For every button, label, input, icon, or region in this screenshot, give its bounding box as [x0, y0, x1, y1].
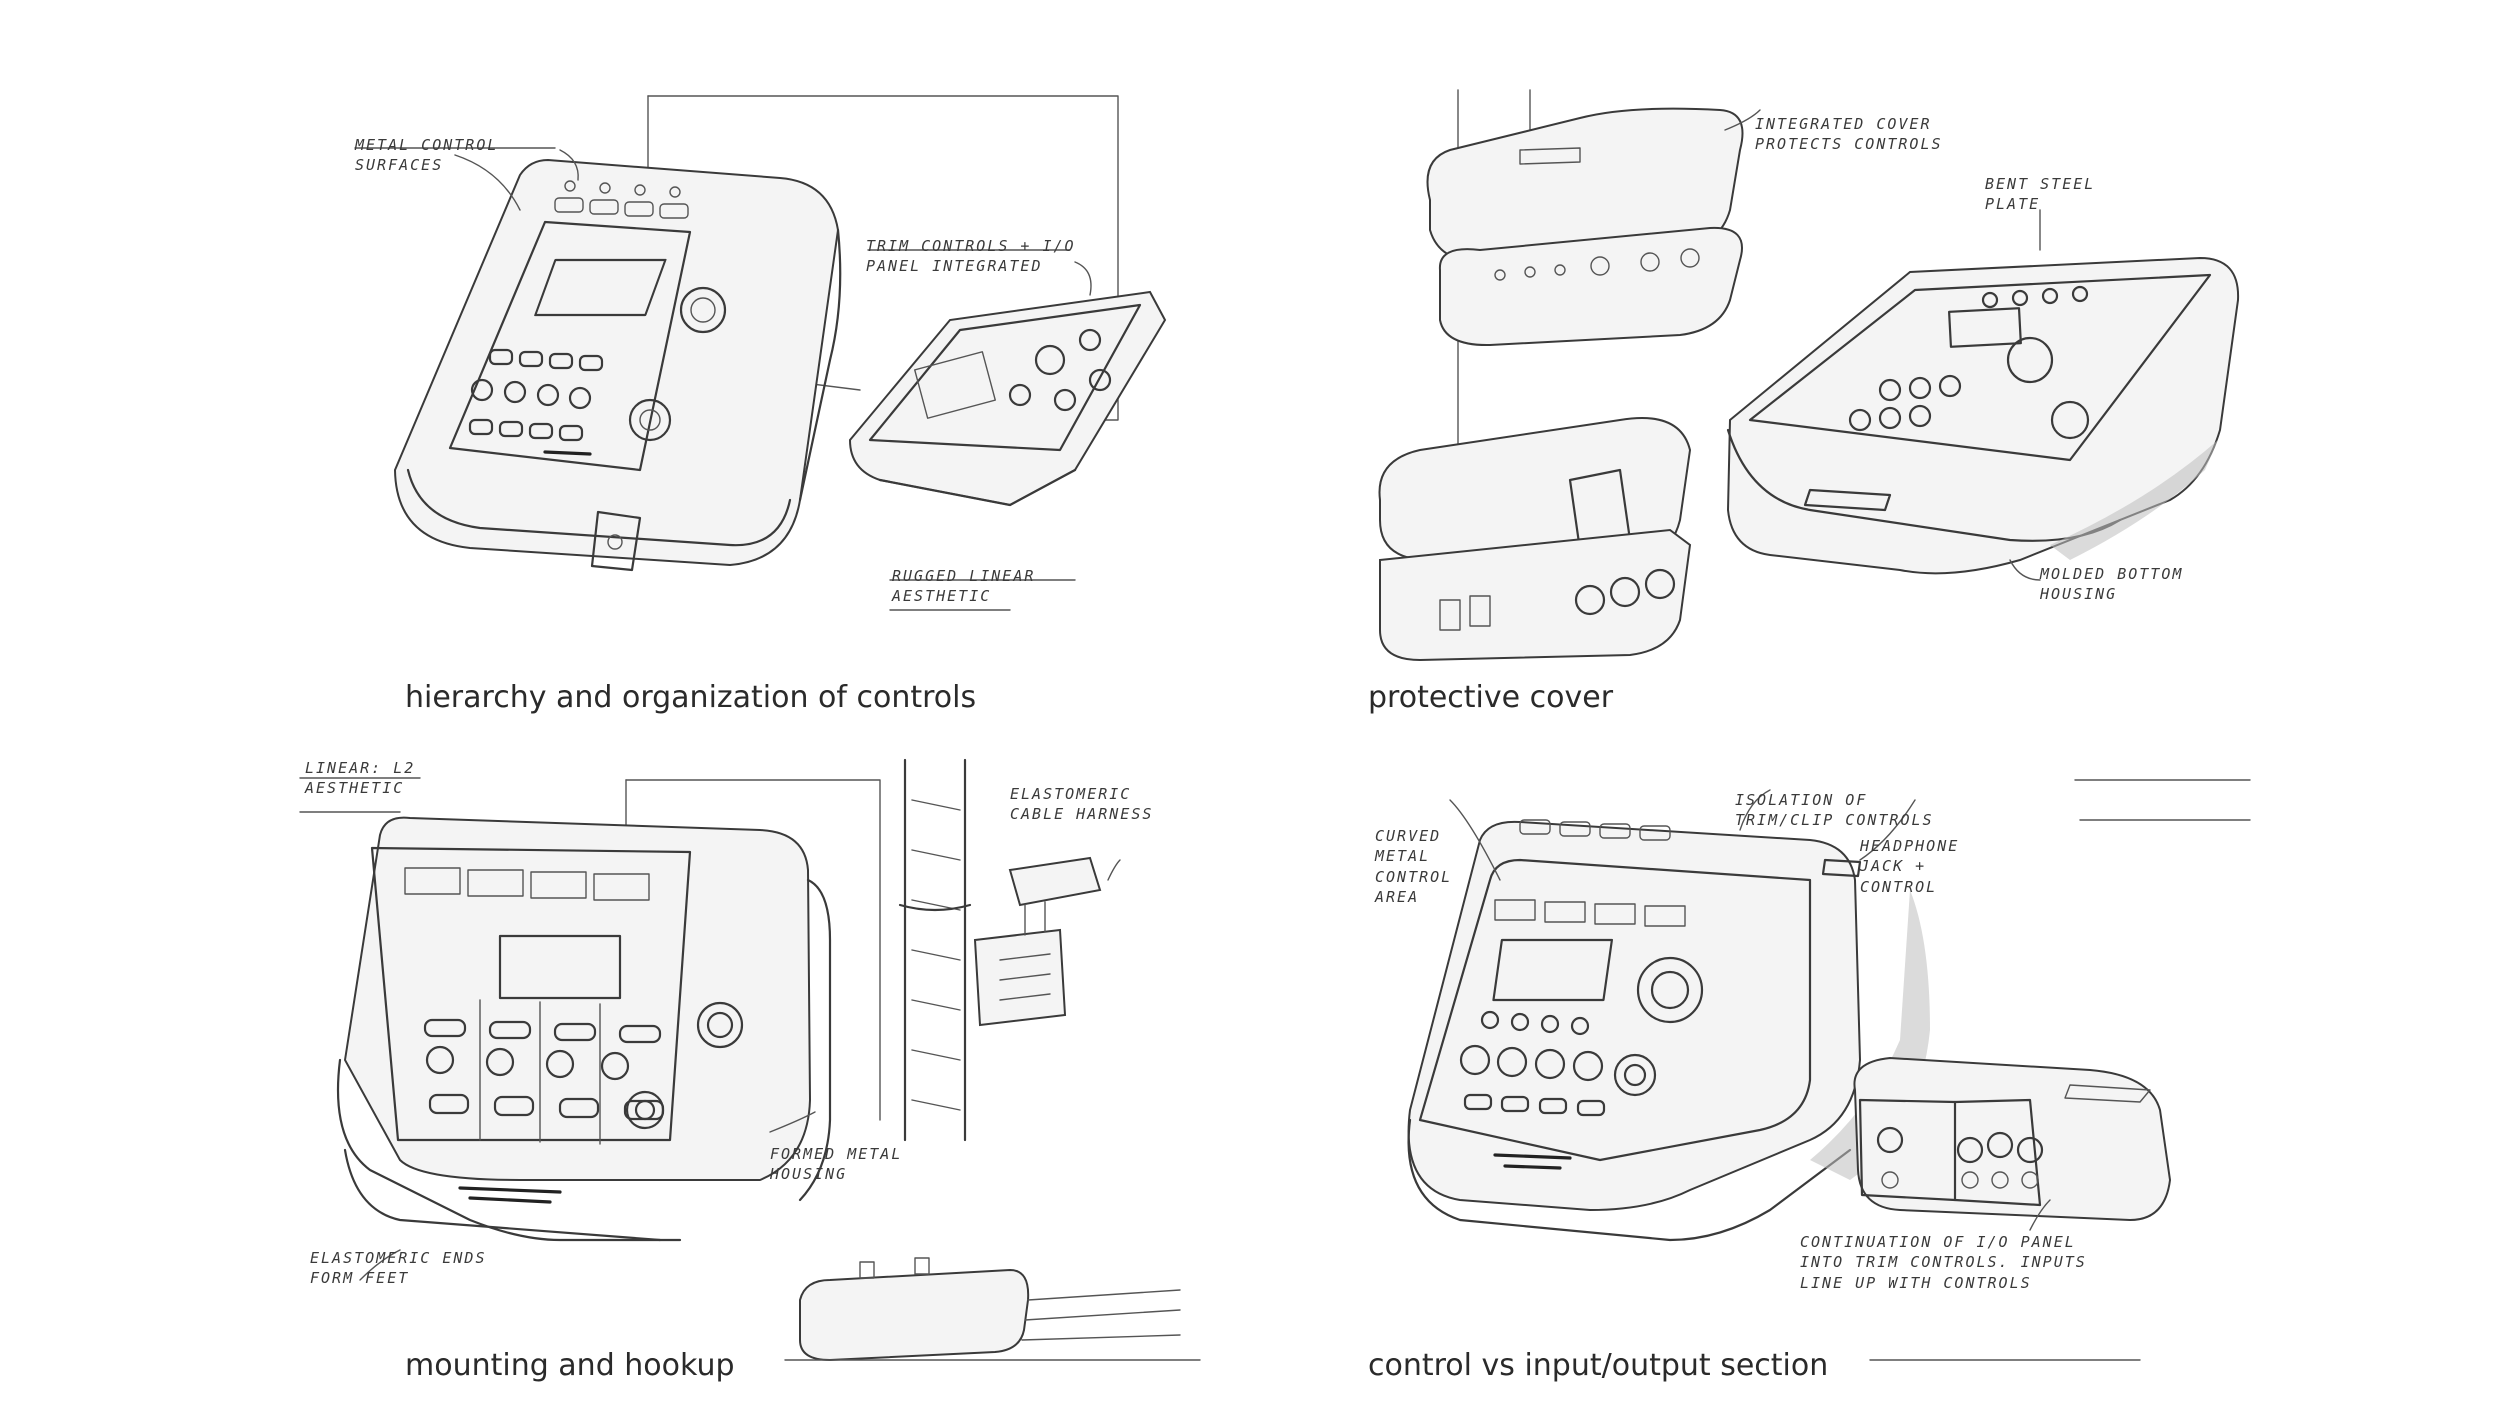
- caption-mounting: mounting and hookup: [405, 1348, 735, 1383]
- note-isolation-trim: ISOLATION OF TRIM/CLIP CONTROLS: [1735, 791, 1934, 830]
- panel-protective-cover: INTEGRATED COVER PROTECTS CONTROLS BENT …: [1250, 0, 2500, 730]
- note-elastomeric-ends: ELASTOMERIC ENDS FORM FEET: [310, 1249, 487, 1288]
- note-trim-controls: TRIM CONTROLS + I/O PANEL INTEGRATED: [866, 237, 1076, 276]
- note-curved-metal: CURVED METAL CONTROL AREA: [1375, 827, 1453, 906]
- note-rugged-linear: RUGGED LINEAR AESTHETIC: [892, 567, 1036, 606]
- note-continuation-io: CONTINUATION OF I/O PANEL INTO TRIM CONT…: [1800, 1233, 2087, 1292]
- panel-mounting: LINEAR: L2 AESTHETIC ELASTOMERIC CABLE H…: [0, 740, 1250, 1406]
- note-formed-metal: FORMED METAL HOUSING: [770, 1145, 903, 1184]
- note-integrated-cover: INTEGRATED COVER PROTECTS CONTROLS: [1755, 115, 1943, 154]
- sketch-device-control-io: [1407, 779, 2251, 1361]
- note-headphone-jack: HEADPHONE JACK + CONTROL: [1860, 837, 1960, 896]
- note-linear-l2: LINEAR: L2 AESTHETIC: [305, 759, 416, 798]
- panel-hierarchy: METAL CONTROL SURFACES TRIM CONTROLS + I…: [0, 0, 1250, 730]
- caption-control-io: control vs input/output section: [1368, 1348, 1829, 1383]
- caption-protective-cover: protective cover: [1368, 680, 1614, 715]
- sketch-device-mounting: [299, 758, 1201, 1362]
- caption-hierarchy: hierarchy and organization of controls: [405, 680, 977, 715]
- note-elastomeric-cable: ELASTOMERIC CABLE HARNESS: [1010, 785, 1154, 824]
- note-molded-bottom: MOLDED BOTTOM HOUSING: [2040, 565, 2184, 604]
- panel-control-io: ISOLATION OF TRIM/CLIP CONTROLS CURVED M…: [1250, 740, 2500, 1406]
- sketch-device-cover: [1378, 89, 2240, 662]
- note-metal-control: METAL CONTROL SURFACES: [355, 136, 499, 175]
- sketch-device-hierarchy: [354, 95, 1167, 611]
- note-bent-steel: BENT STEEL PLATE: [1985, 175, 2096, 214]
